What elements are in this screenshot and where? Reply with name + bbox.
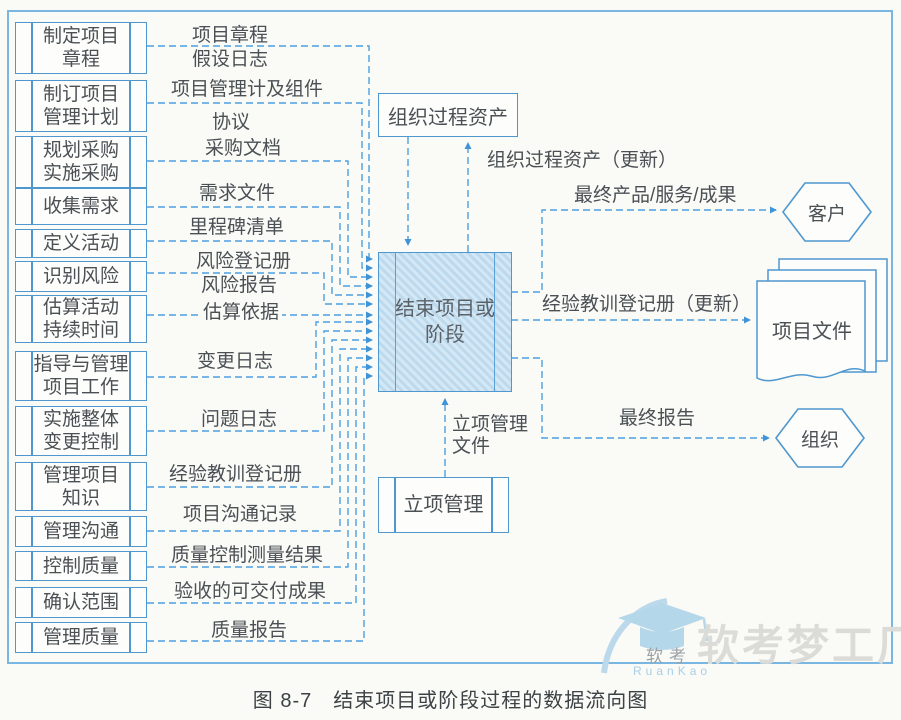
process-integrated-change-control: 实施整体 变更控制: [15, 406, 147, 456]
flow-milestones: [147, 240, 373, 299]
process-manage-knowledge: 管理项目 知识: [15, 462, 147, 511]
label-final-report: 最终报告: [619, 408, 696, 429]
label-agreements: 协议: [212, 112, 251, 133]
label-change-log: 变更日志: [197, 351, 274, 372]
opa-box: 组织过程资产: [378, 93, 518, 137]
figure-caption: 图 8-7 结束项目或阶段过程的数据流向图: [252, 690, 649, 712]
label-requirements-doc: 需求文件: [199, 183, 276, 204]
label-issue-log: 问题日志: [201, 409, 278, 430]
customer-hexagon: [781, 182, 873, 242]
process-manage-quality: 管理质量: [15, 622, 147, 653]
diagram-border: [7, 10, 893, 664]
label-initiation-docs: 立项管理 文件: [452, 414, 529, 457]
label-lessons-register: 经验教训登记册: [169, 464, 303, 485]
process-validate-scope: 确认范围: [15, 587, 147, 618]
label-communications-record: 项目沟通记录: [183, 504, 298, 525]
watermark-brand-large: 软考梦工厂: [697, 622, 901, 669]
process-control-quality: 控制质量: [15, 551, 147, 581]
project-documents-shape: [756, 258, 888, 382]
label-procurement-docs: 采购文档: [205, 138, 282, 159]
flow-agreements: [147, 160, 373, 281]
flow-project-charter: [147, 45, 373, 263]
flow-accepted-deliverables: [147, 363, 373, 604]
label-milestone-list: 里程碑清单: [189, 217, 285, 238]
close-project-phase-box: 结束项目或 阶段: [378, 252, 512, 392]
organization-hexagon: [774, 408, 866, 468]
flow-communications: [147, 345, 373, 532]
process-develop-pm-plan: 制订项目 管理计划: [15, 80, 147, 132]
organization-entity-label: 组织: [800, 429, 839, 451]
initiation-management-box: 立项管理: [378, 477, 509, 533]
label-pm-plan-components: 项目管理计及组件: [171, 79, 324, 100]
watermark-brand-latin: RuanKao: [633, 664, 712, 678]
label-accepted-deliverables: 验收的可交付成果: [174, 581, 327, 602]
label-risk-report: 风险报告: [201, 275, 278, 296]
flow-issue-log: [147, 327, 373, 432]
flow-risk-register: [147, 272, 373, 308]
flow-lessons-register: [147, 336, 373, 488]
process-identify-risks: 识别风险: [15, 261, 147, 292]
flow-quality-report: [147, 372, 373, 642]
process-manage-communications: 管理沟通: [15, 516, 147, 547]
process-develop-charter: 制定项目 章程: [15, 22, 147, 74]
process-direct-manage-work: 指导与管理 项目工作: [15, 351, 147, 401]
label-risk-register: 风险登记册: [196, 251, 292, 272]
label-final-product: 最终产品/服务/成果: [574, 185, 737, 206]
label-qc-measurements: 质量控制测量结果: [171, 545, 324, 566]
flow-final-report: [511, 357, 770, 442]
project-documents-label: 项目文件: [772, 320, 852, 343]
process-collect-requirements: 收集需求: [15, 188, 147, 225]
process-estimate-durations: 估算活动 持续时间: [15, 295, 147, 343]
flow-pm-plan: [147, 102, 373, 272]
watermark-brand-small: 软考: [646, 647, 692, 666]
label-estimate-basis: 估算依据: [200, 302, 283, 324]
label-assumption-log: 假设日志: [192, 49, 269, 70]
watermark-cap-icon: [601, 598, 709, 674]
flow-final-product: [511, 206, 777, 293]
label-lessons-update: 经验教训登记册（更新）: [542, 294, 752, 315]
customer-entity-label: 客户: [807, 203, 846, 225]
flow-qc-measurements: [147, 354, 373, 568]
process-procurement: 规划采购 实施采购: [15, 136, 147, 188]
flow-requirements: [147, 206, 373, 290]
label-project-charter: 项目章程: [192, 25, 269, 46]
process-define-activities: 定义活动: [15, 229, 147, 258]
label-quality-report: 质量报告: [211, 620, 288, 641]
label-opa-update: 组织过程资产（更新）: [487, 150, 678, 171]
